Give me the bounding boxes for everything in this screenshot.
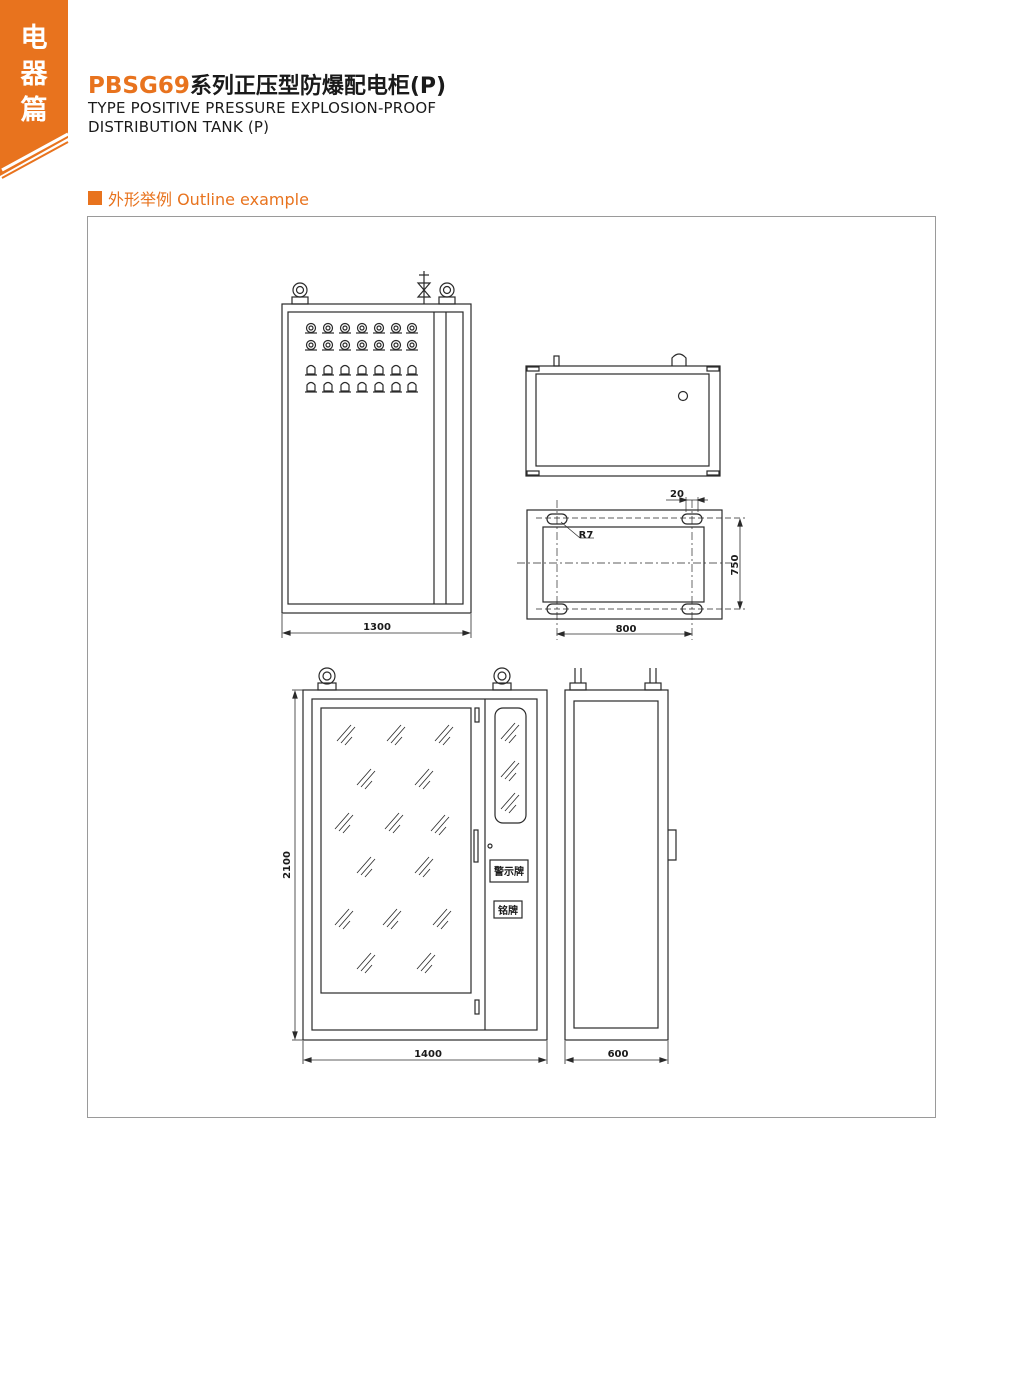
glass-hatch-mark bbox=[334, 812, 354, 834]
indicator-light-icon bbox=[339, 381, 351, 393]
indicator-light-icon bbox=[390, 322, 402, 334]
indicator-light-icon bbox=[305, 339, 317, 351]
title-english-line-2: DISTRIBUTION TANK (P) bbox=[88, 118, 270, 136]
section-marker-icon bbox=[88, 191, 102, 205]
valve-icon bbox=[416, 271, 432, 304]
glass-hatch-mark bbox=[414, 768, 434, 790]
glass-hatch-mark bbox=[382, 908, 402, 930]
section-label: 外形举例 Outline example bbox=[108, 190, 309, 209]
indicator-lights bbox=[305, 322, 418, 393]
glass-hatch-mark bbox=[336, 724, 356, 746]
glass-hatch-mark bbox=[500, 722, 520, 744]
glass-hatch-mark bbox=[356, 952, 376, 974]
title-english-line-1: TYPE POSITIVE PRESSURE EXPLOSION-PROOF bbox=[88, 99, 437, 117]
dimension-mounting-width: 800 bbox=[616, 624, 637, 635]
dimension-hole-offset: 20 bbox=[670, 489, 684, 500]
indicator-light-icon bbox=[373, 381, 385, 393]
indicator-light-icon bbox=[406, 381, 418, 393]
dimension-front-width: 1300 bbox=[363, 622, 391, 633]
indicator-light-icon bbox=[322, 322, 334, 334]
indicator-light-icon bbox=[406, 364, 418, 376]
glass-hatch-mark bbox=[334, 908, 354, 930]
hole-radius-label: R7 bbox=[579, 530, 594, 541]
section-heading: 外形举例 Outline example bbox=[88, 186, 309, 209]
glass-hatching bbox=[334, 722, 520, 974]
glass-hatch-mark bbox=[434, 724, 454, 746]
indicator-light-icon bbox=[390, 364, 402, 376]
lifting-eye-icon bbox=[492, 667, 512, 691]
indicator-light-icon bbox=[406, 339, 418, 351]
indicator-light-icon bbox=[339, 339, 351, 351]
glass-door-front-view bbox=[292, 667, 548, 1064]
warning-plate-label: 警示牌 bbox=[493, 865, 524, 878]
name-plate bbox=[493, 900, 523, 919]
glass-hatch-mark bbox=[500, 760, 520, 782]
lifting-eye-icon bbox=[438, 282, 456, 305]
indicator-light-icon bbox=[339, 364, 351, 376]
indicator-light-icon bbox=[406, 322, 418, 334]
indicator-light-icon bbox=[373, 322, 385, 334]
indicator-light-icon bbox=[373, 364, 385, 376]
mounting-base-view bbox=[517, 497, 745, 640]
drawing-frame bbox=[87, 216, 936, 1118]
top-view bbox=[525, 353, 721, 477]
glass-hatch-mark bbox=[356, 856, 376, 878]
lifting-eye-icon bbox=[291, 282, 309, 305]
side-tab-char-2: 器 bbox=[20, 59, 48, 90]
side-tab-char-3: 篇 bbox=[20, 95, 48, 126]
glass-hatch-mark bbox=[430, 814, 450, 836]
indicator-light-icon bbox=[356, 322, 368, 334]
glass-hatch-mark bbox=[500, 792, 520, 814]
title-model: PBSG69 bbox=[88, 73, 190, 99]
side-tab-char-1: 电 bbox=[20, 23, 48, 54]
glass-hatch-mark bbox=[432, 908, 452, 930]
dimension-cabinet-height: 2100 bbox=[282, 851, 293, 879]
indicator-light-icon bbox=[339, 322, 351, 334]
side-tab-background bbox=[0, 0, 69, 179]
section-side-tab: 电 器 篇 bbox=[0, 0, 70, 180]
indicator-light-icon bbox=[390, 381, 402, 393]
dimension-side-depth: 600 bbox=[608, 1049, 629, 1060]
glass-hatch-mark bbox=[386, 724, 406, 746]
indicator-light-icon bbox=[322, 381, 334, 393]
indicator-light-icon bbox=[356, 364, 368, 376]
glass-hatch-mark bbox=[384, 812, 404, 834]
indicator-light-icon bbox=[305, 364, 317, 376]
glass-hatch-mark bbox=[416, 952, 436, 974]
side-view bbox=[564, 668, 677, 1064]
indicator-light-icon bbox=[305, 381, 317, 393]
dimension-mounting-depth: 750 bbox=[730, 555, 741, 576]
title-chinese: 系列正压型防爆配电柜(P) bbox=[189, 74, 447, 99]
indicator-light-icon bbox=[356, 381, 368, 393]
front-panel-view bbox=[281, 271, 472, 638]
page-title: PBSG69系列正压型防爆配电柜(P) bbox=[88, 68, 446, 100]
name-plate-label: 铭牌 bbox=[498, 904, 518, 917]
glass-hatch-mark bbox=[414, 856, 434, 878]
indicator-light-icon bbox=[356, 339, 368, 351]
indicator-light-icon bbox=[305, 322, 317, 334]
indicator-light-icon bbox=[373, 339, 385, 351]
lifting-eye-icon bbox=[317, 667, 337, 691]
dimension-cabinet-width: 1400 bbox=[414, 1049, 442, 1060]
warning-plate bbox=[489, 859, 529, 883]
indicator-light-icon bbox=[390, 339, 402, 351]
glass-hatch-mark bbox=[356, 768, 376, 790]
indicator-light-icon bbox=[322, 339, 334, 351]
indicator-light-icon bbox=[322, 364, 334, 376]
